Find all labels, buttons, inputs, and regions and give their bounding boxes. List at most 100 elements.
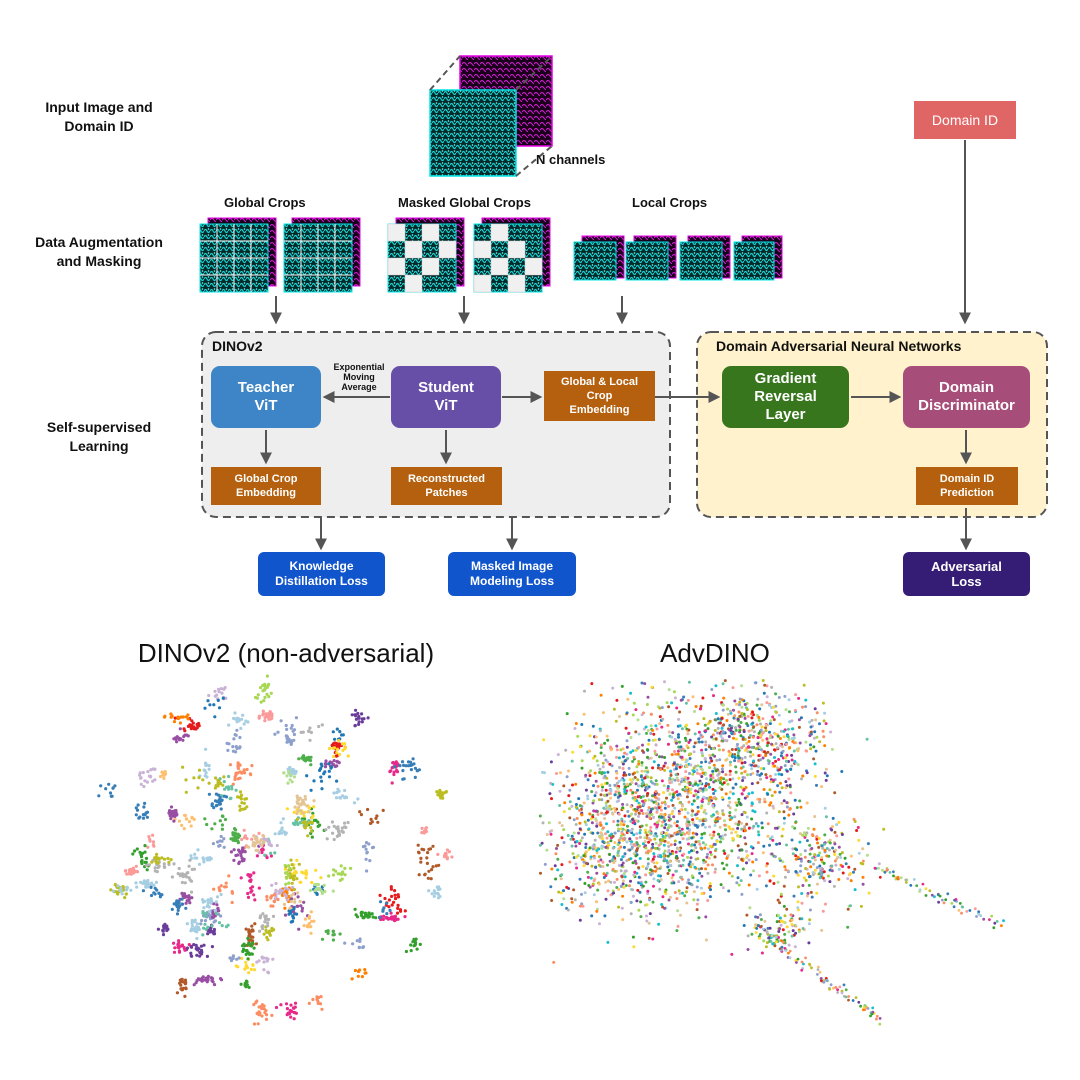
scatter-point [332, 824, 336, 828]
scatter-point [375, 814, 379, 818]
scatter-point [828, 841, 832, 845]
scatter-point [251, 941, 255, 945]
scatter-point [747, 826, 751, 830]
scatter-point [201, 911, 205, 915]
scatter-point [203, 768, 207, 773]
scatter-point [361, 945, 365, 950]
scatter-point [685, 824, 689, 828]
scatter-point [704, 782, 708, 785]
scatter-point [823, 806, 827, 810]
scatter-point [831, 825, 834, 829]
scatter-point [995, 920, 999, 923]
scatter-point [892, 870, 895, 874]
scatter-point [773, 756, 776, 759]
scatter-point [357, 714, 361, 719]
scatter-point [621, 861, 625, 865]
scatter-point [674, 850, 678, 854]
domain-id-box: Domain ID [914, 101, 1016, 139]
scatter-point [111, 889, 115, 893]
scatter-point [205, 822, 209, 827]
scatter-point [817, 845, 821, 849]
scatter-point [319, 775, 323, 779]
scatter-point [612, 820, 616, 823]
scatter-point [708, 882, 712, 885]
scatter-point [630, 781, 634, 784]
scatter-point [757, 731, 761, 735]
scatter-point [305, 774, 309, 778]
scatter-point [652, 732, 656, 736]
scatter-point [283, 913, 288, 917]
scatter-point [655, 810, 659, 814]
scatter-point [818, 864, 822, 868]
scatter-point [678, 840, 682, 844]
scatter-point [671, 803, 675, 807]
scatter-point [584, 788, 588, 792]
scatter-point [227, 787, 231, 791]
scatter-point [573, 898, 577, 902]
scatter-point [346, 754, 350, 758]
scatter-point [606, 770, 610, 774]
scatter-point [234, 773, 238, 777]
scatter-point [988, 918, 991, 921]
scatter-point [738, 848, 742, 852]
scatter-point [737, 776, 741, 780]
scatter-point [266, 924, 270, 928]
scatter-point [802, 962, 805, 966]
scatter-point [327, 762, 331, 766]
scatter-point [582, 864, 586, 868]
scatter-point [660, 755, 664, 759]
scatter-point [915, 884, 919, 888]
scatter-point [708, 720, 712, 724]
scatter-point [785, 769, 789, 773]
scatter-point [598, 771, 602, 774]
scatter-point [787, 698, 791, 702]
scatter-point [655, 802, 659, 806]
scatter-point [612, 891, 616, 895]
scatter-point [780, 945, 784, 949]
scatter-point [749, 750, 752, 754]
scatter-point [657, 843, 661, 847]
scatter-point [696, 771, 699, 775]
scatter-point [246, 943, 250, 947]
scatter-point [752, 869, 755, 873]
scatter-point [734, 728, 738, 732]
scatter-point [788, 949, 792, 953]
scatter-point [335, 751, 339, 755]
scatter-point [687, 831, 691, 835]
scatter-point [827, 848, 831, 852]
scatter-point [821, 729, 825, 733]
scatter-point [180, 897, 184, 901]
scatter-point [568, 807, 571, 811]
scatter-point [793, 798, 797, 802]
scatter-point [295, 811, 299, 816]
scatter-point [693, 865, 697, 869]
scatter-point [760, 703, 764, 707]
scatter-point [772, 882, 776, 885]
scatter-point [198, 954, 202, 958]
scatter-point [642, 727, 646, 731]
scatter-point [396, 917, 400, 921]
scatter-point [649, 776, 653, 780]
scatter-point [796, 957, 800, 961]
scatter-point [740, 813, 744, 817]
scatter-point [319, 779, 324, 783]
scatter-point [630, 845, 634, 849]
scatter-point [751, 809, 755, 813]
scatter-point [738, 697, 742, 701]
scatter-point [404, 949, 408, 954]
scatter-point [704, 784, 708, 788]
scatter-point [664, 831, 668, 835]
scatter-point [237, 717, 241, 721]
scatter-point [553, 864, 557, 868]
scatter-point [701, 787, 705, 791]
scatter-point [432, 894, 436, 898]
scatter-point [374, 816, 378, 821]
scatter-point [619, 834, 623, 838]
scatter-point [861, 875, 865, 879]
scatter-point [823, 711, 827, 715]
scatter-point [730, 816, 734, 820]
scatter-point [641, 812, 645, 815]
scatter-point [621, 802, 625, 806]
scatter-point [260, 843, 264, 847]
scatter-point [799, 716, 803, 720]
